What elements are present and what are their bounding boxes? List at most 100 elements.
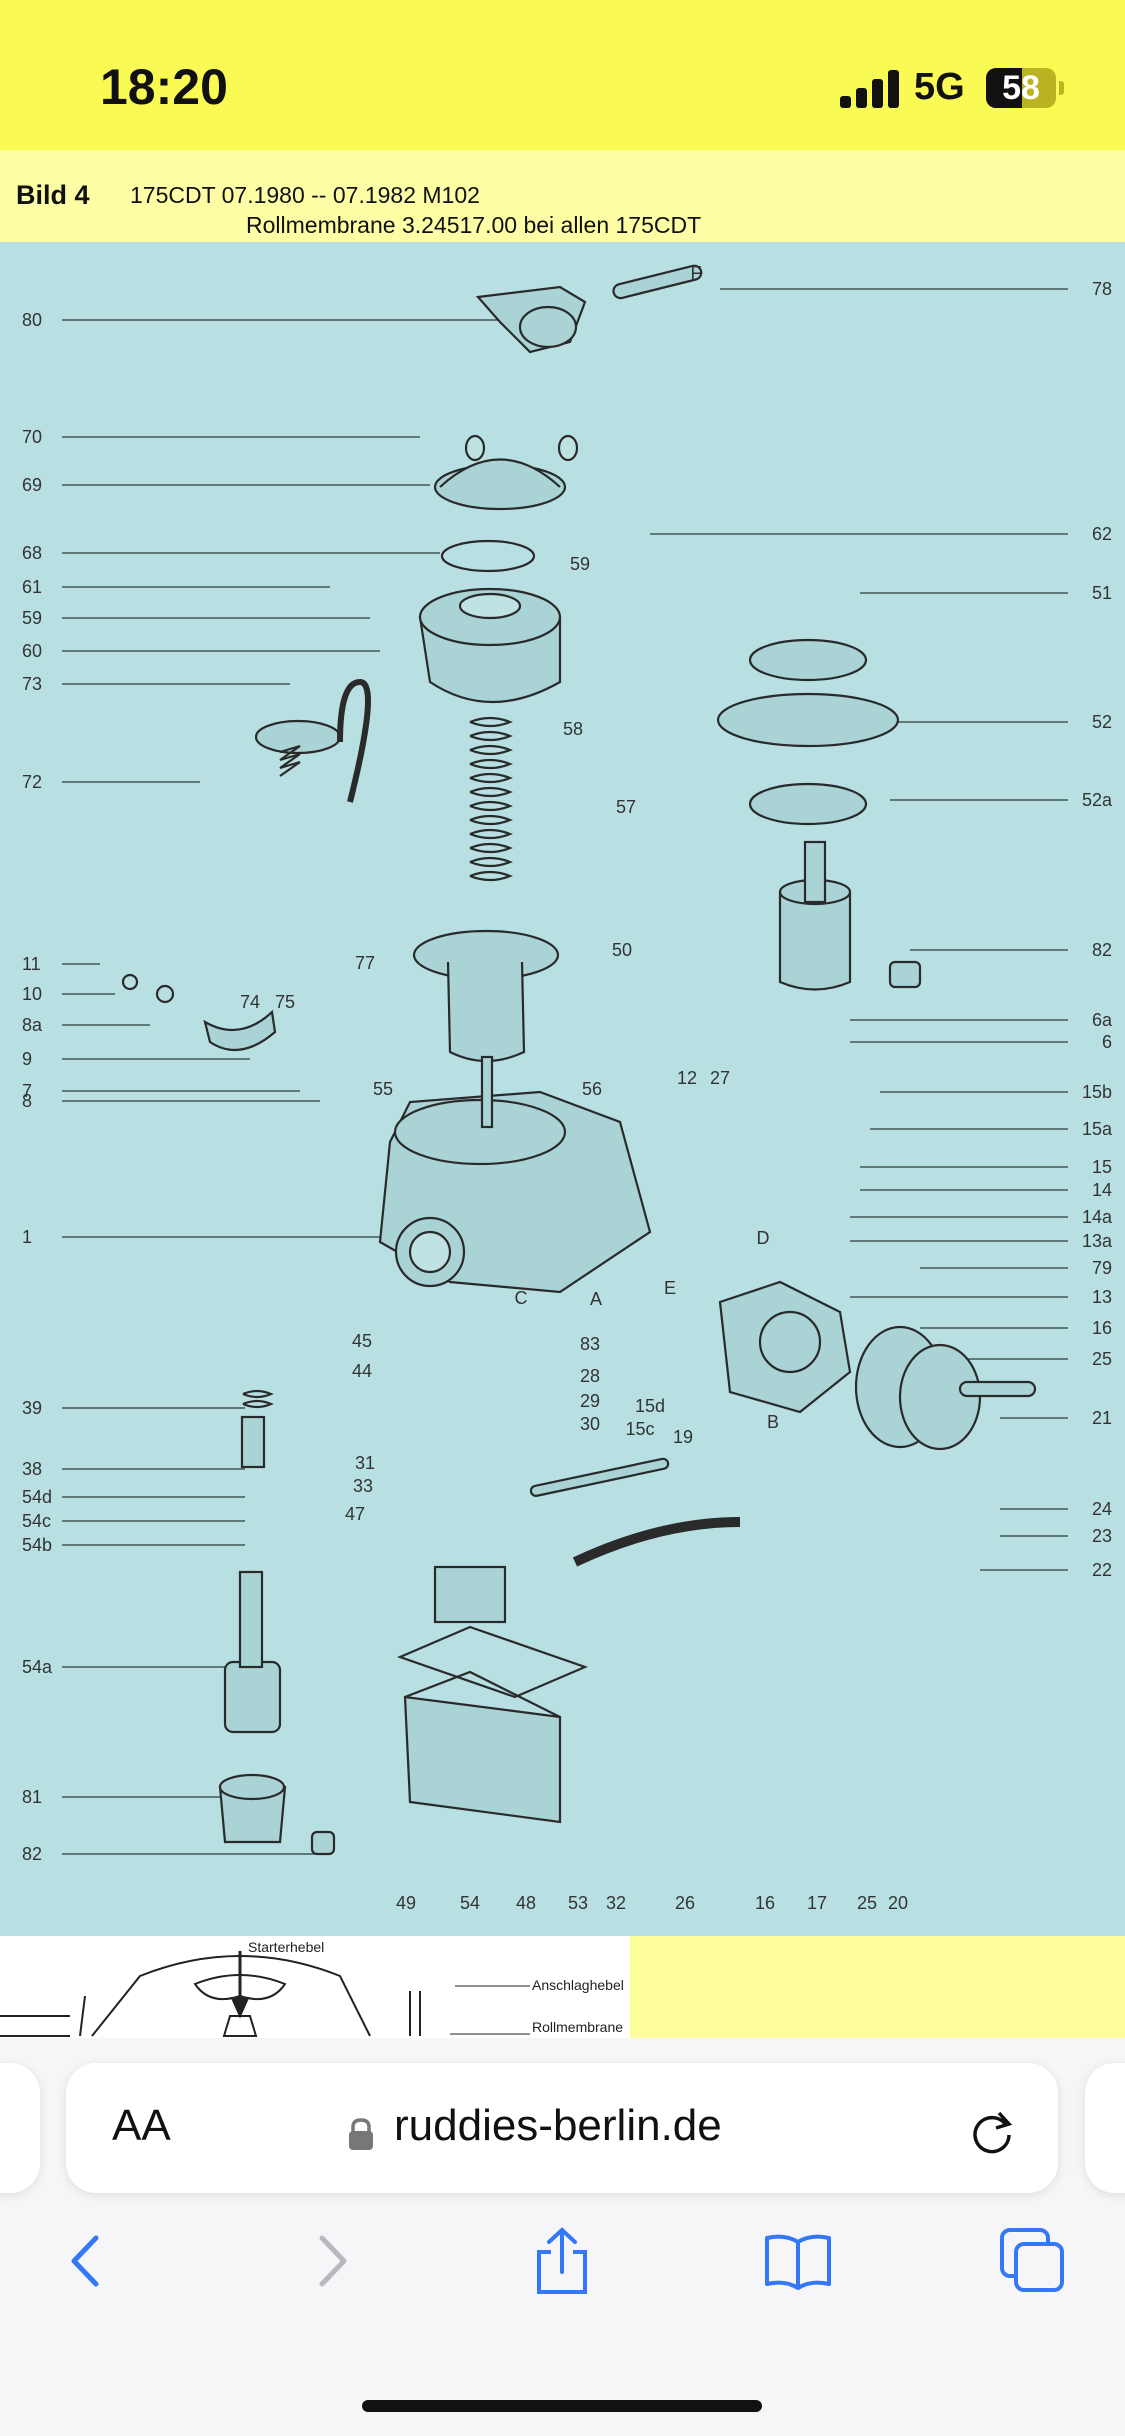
signal-icon bbox=[840, 70, 900, 108]
part-label-39: 39 bbox=[22, 1398, 42, 1418]
url-text[interactable]: ruddies-berlin.de bbox=[394, 2101, 722, 2150]
part-label-A: A bbox=[590, 1289, 602, 1309]
book-icon[interactable] bbox=[763, 2226, 833, 2296]
network-type: 5G bbox=[914, 66, 965, 108]
label-starterhebel: Starterhebel bbox=[248, 1939, 324, 1955]
lock-icon bbox=[349, 2118, 373, 2150]
part-label-15: 15 bbox=[1092, 1157, 1112, 1177]
part-label-29: 29 bbox=[580, 1391, 600, 1411]
part-label-55: 55 bbox=[373, 1079, 393, 1099]
part-label-25: 25 bbox=[1092, 1349, 1112, 1369]
part-label-80: 80 bbox=[22, 310, 42, 330]
part-label-82: 82 bbox=[1092, 940, 1112, 960]
part-label-79: 79 bbox=[1092, 1258, 1112, 1278]
reload-icon[interactable] bbox=[964, 2103, 1020, 2159]
part-label-54a: 54a bbox=[22, 1657, 53, 1677]
starter-detail-preview: Starterhebel Anschlaghebel Rollmembrane bbox=[0, 1936, 630, 2038]
part-label-45: 45 bbox=[352, 1331, 372, 1351]
part-label-16: 16 bbox=[1092, 1318, 1112, 1338]
membrane-info: Rollmembrane 3.24517.00 bei allen 175CDT bbox=[246, 212, 702, 238]
part-label-61: 61 bbox=[22, 577, 42, 597]
part-label-57: 57 bbox=[616, 797, 636, 817]
status-time: 18:20 bbox=[100, 59, 228, 115]
part-label-13a: 13a bbox=[1082, 1231, 1113, 1251]
part-label-6: 6 bbox=[1102, 1032, 1112, 1052]
part-label-82: 82 bbox=[22, 1844, 42, 1864]
part-label-60: 60 bbox=[22, 641, 42, 661]
part-label-16: 16 bbox=[755, 1893, 775, 1913]
part-label-17: 17 bbox=[807, 1893, 827, 1913]
part-label-54c: 54c bbox=[22, 1511, 51, 1531]
part-label-50: 50 bbox=[612, 940, 632, 960]
part-label-83: 83 bbox=[580, 1334, 600, 1354]
part-label-23: 23 bbox=[1092, 1526, 1112, 1546]
part-label-24: 24 bbox=[1092, 1499, 1112, 1519]
part-label-38: 38 bbox=[22, 1459, 42, 1479]
label-anschlaghebel: Anschlaghebel bbox=[532, 1977, 624, 1993]
part-label-19: 19 bbox=[673, 1427, 693, 1447]
part-label-15a: 15a bbox=[1082, 1119, 1113, 1139]
part-label-33: 33 bbox=[353, 1476, 373, 1496]
part-label-48: 48 bbox=[516, 1893, 536, 1913]
home-indicator bbox=[362, 2400, 762, 2412]
part-label-78: 78 bbox=[1092, 279, 1112, 299]
part-label-77: 77 bbox=[355, 953, 375, 973]
part-label-62: 62 bbox=[1092, 524, 1112, 544]
part-label-54d: 54d bbox=[22, 1487, 52, 1507]
tabs-icon[interactable] bbox=[998, 2226, 1068, 2296]
part-label-56: 56 bbox=[582, 1079, 602, 1099]
part-number-labels: 80706968615960737211108a9781393854d54c54… bbox=[22, 263, 1113, 1913]
part-label-70: 70 bbox=[22, 427, 42, 447]
part-label-54b: 54b bbox=[22, 1535, 52, 1555]
part-label-49: 49 bbox=[396, 1893, 416, 1913]
next-tab-card[interactable] bbox=[1085, 2063, 1125, 2193]
text-size-label: AA bbox=[112, 2101, 171, 2150]
part-label-73: 73 bbox=[22, 674, 42, 694]
share-icon[interactable] bbox=[527, 2226, 597, 2296]
chevron-right-icon[interactable] bbox=[296, 2226, 366, 2296]
chevron-left-icon[interactable] bbox=[52, 2226, 122, 2296]
part-label-27: 27 bbox=[710, 1068, 730, 1088]
part-label-75: 75 bbox=[275, 992, 295, 1012]
part-label-81: 81 bbox=[22, 1787, 42, 1807]
part-label-7: 7 bbox=[22, 1081, 32, 1101]
part-label-8a: 8a bbox=[22, 1015, 43, 1035]
part-label-22: 22 bbox=[1092, 1560, 1112, 1580]
figure-number: Bild 4 bbox=[16, 180, 90, 210]
part-label-72: 72 bbox=[22, 772, 42, 792]
part-label-26: 26 bbox=[675, 1893, 695, 1913]
part-label-47: 47 bbox=[345, 1504, 365, 1524]
browser-toolbar: AA ruddies-berlin.de bbox=[0, 2038, 1125, 2436]
part-label-11: 11 bbox=[22, 954, 41, 974]
part-label-21: 21 bbox=[1092, 1408, 1112, 1428]
part-label-E: E bbox=[664, 1278, 676, 1298]
part-label-13: 13 bbox=[1092, 1287, 1112, 1307]
text-size-button[interactable]: AA bbox=[112, 2101, 171, 2151]
part-label-15b: 15b bbox=[1082, 1082, 1112, 1102]
part-label-58: 58 bbox=[563, 719, 583, 739]
battery-icon: 58 bbox=[986, 68, 1064, 108]
part-label-59: 59 bbox=[22, 608, 42, 628]
part-label-C: C bbox=[515, 1288, 528, 1308]
part-label-68: 68 bbox=[22, 543, 42, 563]
part-label-51: 51 bbox=[1092, 583, 1112, 603]
part-label-52a: 52a bbox=[1082, 790, 1113, 810]
part-label-32: 32 bbox=[606, 1893, 626, 1913]
address-bar[interactable]: AA ruddies-berlin.de bbox=[66, 2063, 1058, 2193]
part-label-25: 25 bbox=[857, 1893, 877, 1913]
part-label-54: 54 bbox=[460, 1893, 480, 1913]
page-header: Bild 4 175CDT 07.1980 -- 07.1982 M102 Ro… bbox=[0, 150, 1125, 242]
label-rollmembrane: Rollmembrane bbox=[532, 2019, 623, 2035]
battery-level: 58 bbox=[1002, 69, 1040, 107]
part-label-15d: 15d bbox=[635, 1396, 665, 1416]
part-label-D: D bbox=[757, 1228, 770, 1248]
status-bar: 18:20 5G 58 bbox=[0, 0, 1125, 150]
part-label-6a: 6a bbox=[1092, 1010, 1113, 1030]
part-label-9: 9 bbox=[22, 1049, 32, 1069]
part-label-31: 31 bbox=[355, 1453, 375, 1473]
part-label-15c: 15c bbox=[625, 1419, 654, 1439]
part-label-14a: 14a bbox=[1082, 1207, 1113, 1227]
part-label-20: 20 bbox=[888, 1893, 908, 1913]
previous-tab-card[interactable] bbox=[0, 2063, 40, 2193]
